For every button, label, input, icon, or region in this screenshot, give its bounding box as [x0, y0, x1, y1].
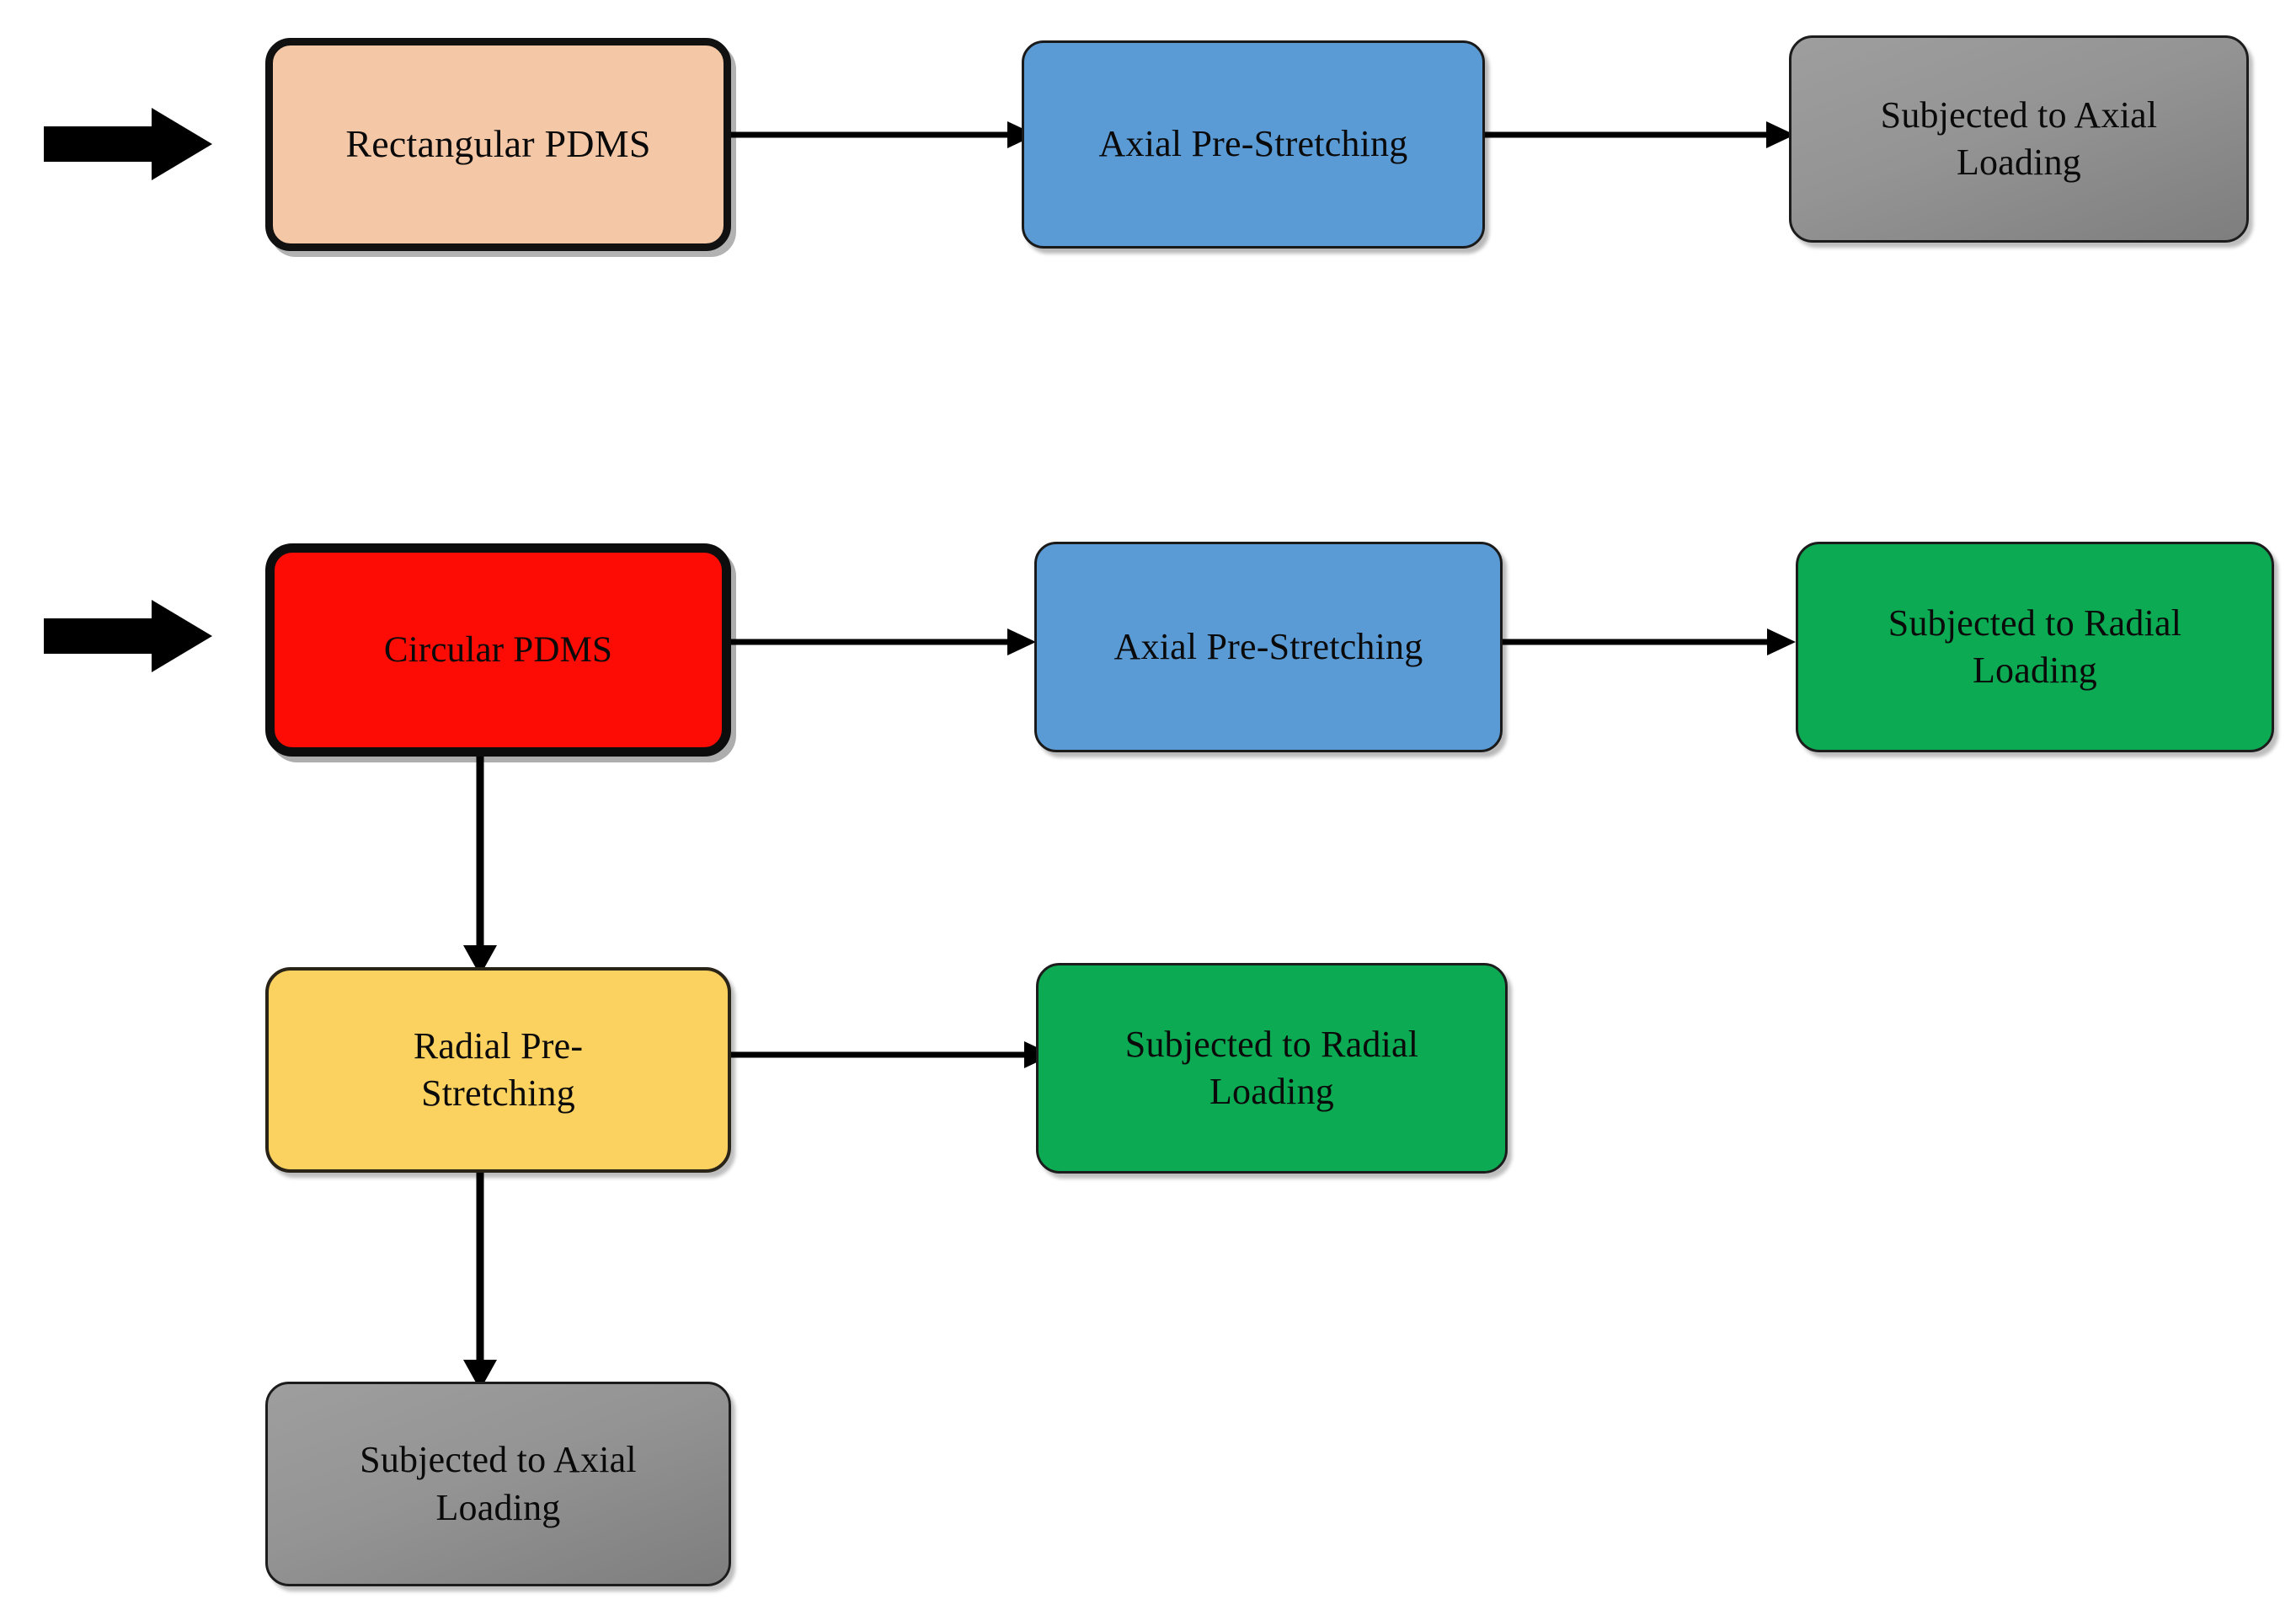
entry-block-arrow-rectangular — [44, 108, 212, 180]
node-radial-pre-stretching[interactable]: Radial Pre- Stretching — [265, 967, 731, 1173]
node-label: Subjected to Radial Loading — [1888, 602, 2182, 691]
node-subjected-to-axial-loading-2[interactable]: Subjected to Axial Loading — [265, 1382, 731, 1586]
node-label: Radial Pre- Stretching — [413, 1024, 584, 1114]
node-label: Subjected to Axial Loading — [1880, 94, 2158, 183]
connector-radial-pre-to-axial-load — [455, 1167, 505, 1390]
node-label: Rectangular PDMS — [345, 122, 651, 166]
connector-axial-pre-to-axial-load — [1480, 118, 1795, 152]
node-subjected-to-axial-loading-1[interactable]: Subjected to Axial Loading — [1789, 35, 2249, 243]
connector-circ-pdms-to-radial-pre — [455, 750, 505, 976]
entry-block-arrow-circular — [44, 600, 212, 672]
connector-radial-pre-to-radial-load — [724, 1038, 1053, 1072]
node-circular-pdms[interactable]: Circular PDMS — [265, 543, 731, 757]
node-label: Axial Pre-Stretching — [1098, 123, 1408, 165]
node-label: Subjected to Axial Loading — [360, 1439, 637, 1528]
node-label: Subjected to Radial Loading — [1124, 1023, 1419, 1112]
node-label: Circular PDMS — [383, 629, 613, 670]
connector-circ-pdms-to-axial-pre — [724, 625, 1036, 659]
node-axial-pre-stretching-2[interactable]: Axial Pre-Stretching — [1034, 542, 1503, 752]
node-subjected-to-radial-loading-2[interactable]: Subjected to Radial Loading — [1036, 963, 1508, 1174]
node-label: Axial Pre-Stretching — [1113, 625, 1423, 667]
node-rectangular-pdms[interactable]: Rectangular PDMS — [265, 38, 731, 251]
connector-rect-pdms-to-axial-pre — [724, 118, 1036, 152]
node-axial-pre-stretching-1[interactable]: Axial Pre-Stretching — [1022, 40, 1485, 249]
connector-axial-pre-to-radial-load — [1503, 625, 1796, 659]
node-subjected-to-radial-loading-1[interactable]: Subjected to Radial Loading — [1796, 542, 2274, 752]
